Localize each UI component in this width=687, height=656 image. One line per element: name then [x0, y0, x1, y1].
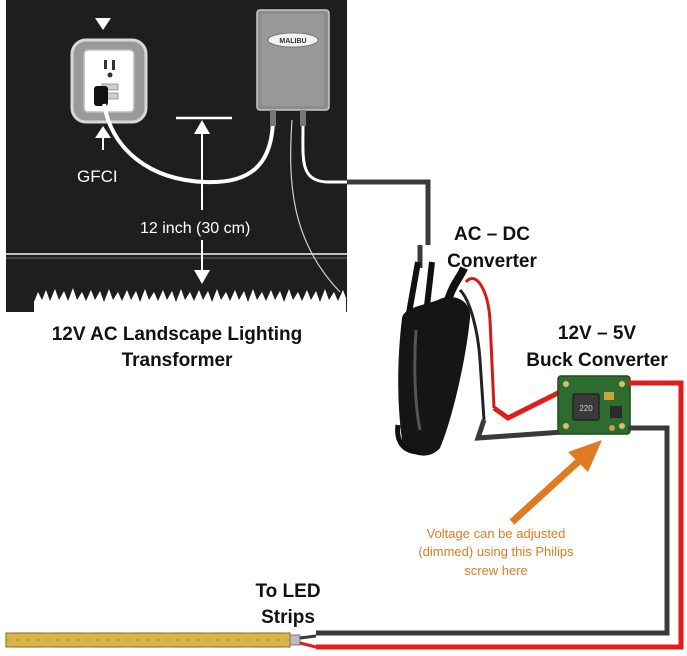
- wire-transformer-to-converter: [347, 179, 431, 245]
- arrow-down-icon: [95, 18, 111, 30]
- outlet-cord: [102, 103, 275, 185]
- adjust-note-line1: Voltage can be adjusted: [427, 526, 566, 541]
- wire-black-output: [316, 425, 670, 636]
- transformer-label-line2: Transformer: [122, 350, 233, 371]
- arrow-up-icon: [95, 126, 111, 138]
- buck-label-line2: Buck Converter: [526, 350, 668, 371]
- acdc-converter-icon: [395, 261, 496, 456]
- svg-text:220: 220: [579, 404, 593, 413]
- led-label-line2: Strips: [261, 607, 315, 628]
- led-label-line1: To LED: [255, 581, 320, 602]
- gfci-outlet-icon: [70, 38, 148, 124]
- dimension-arrow-up-icon: [194, 120, 210, 134]
- led-strip-icon: [5, 632, 317, 649]
- buck-label-line1: 12V – 5V: [558, 323, 636, 344]
- wire-red-output: [316, 380, 684, 650]
- wire-black-converter-to-buck: [474, 419, 564, 441]
- grass-icon: [34, 288, 346, 312]
- adjust-note-line3: screw here: [464, 563, 528, 578]
- wire-red-converter-to-buck: [492, 389, 562, 421]
- dimension-arrow-down-icon: [194, 270, 210, 284]
- acdc-label-line1: AC – DC: [454, 224, 530, 245]
- adjust-note-line2: (dimmed) using this Philips: [418, 544, 574, 559]
- acdc-label-line2: Converter: [447, 251, 537, 272]
- adjustment-arrow-icon: [509, 440, 602, 525]
- malibu-logo: MALIBU: [279, 38, 306, 45]
- gfci-label: GFCI: [77, 167, 118, 186]
- buck-converter-icon: 220: [557, 375, 631, 435]
- transformer-label-line1: 12V AC Landscape Lighting: [52, 324, 303, 345]
- transformer-photo-panel: GFCI MALIBU 12 inch (30 cm): [6, 0, 347, 312]
- malibu-transformer-icon: MALIBU: [256, 9, 330, 126]
- low-voltage-cable: [301, 125, 347, 184]
- distance-label: 12 inch (30 cm): [140, 220, 250, 237]
